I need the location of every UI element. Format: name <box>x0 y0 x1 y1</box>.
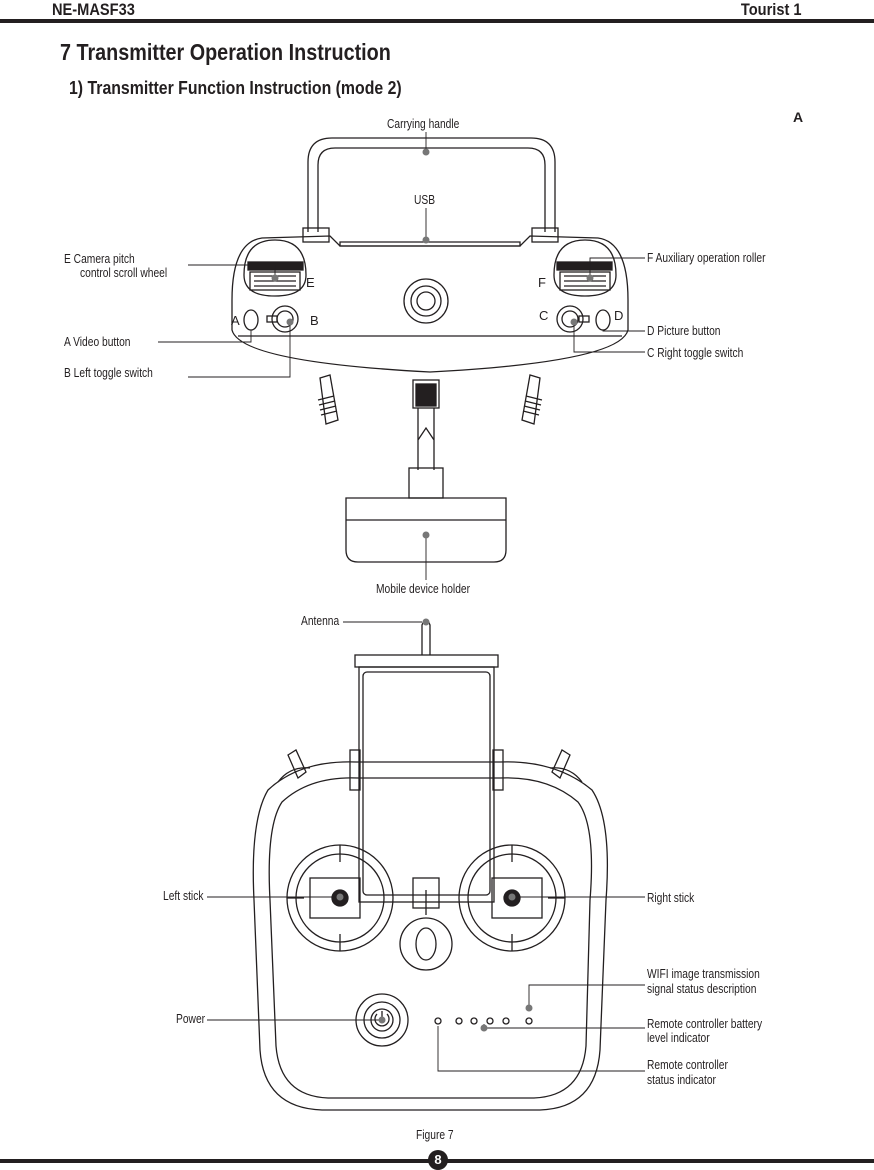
letter-e: E <box>306 275 315 290</box>
label-mobile-holder: Mobile device holder <box>376 582 471 596</box>
label-usb: USB <box>414 193 436 207</box>
leader-dots <box>271 148 594 1032</box>
label-aux-roller: F Auxiliary operation roller <box>647 251 766 265</box>
indicator-leds <box>434 1017 533 1025</box>
header-model: NE-MASF33 <box>52 0 135 19</box>
label-wifi-2: signal status description <box>647 982 757 996</box>
section-subtitle: 1) Transmitter Function Instruction (mod… <box>69 78 402 98</box>
header-rule <box>0 19 874 23</box>
top-body <box>231 235 629 499</box>
letter-d: D <box>614 308 623 323</box>
front-body <box>252 749 608 1111</box>
phone-clamp <box>349 654 504 915</box>
carrying-handle <box>302 137 559 243</box>
front-centre-knob <box>399 917 453 971</box>
section-title: 7 Transmitter Operation Instruction <box>60 39 391 65</box>
left-stick-gimbal <box>286 844 394 952</box>
label-status-1: Remote controller <box>647 1058 728 1072</box>
label-wifi-1: WIFI image transmission <box>647 967 760 981</box>
label-camera-pitch-2: control scroll wheel <box>80 266 168 280</box>
letter-a: A <box>231 313 240 328</box>
label-battery-2: level indicator <box>647 1031 710 1045</box>
page-number: 8 <box>428 1150 448 1170</box>
label-picture-button: D Picture button <box>647 324 721 338</box>
letter-b: B <box>310 313 319 328</box>
label-camera-pitch-1: E Camera pitch <box>64 252 135 266</box>
label-status-2: status indicator <box>647 1073 716 1087</box>
label-right-toggle: C Right toggle switch <box>647 346 744 360</box>
label-left-toggle: B Left toggle switch <box>64 366 153 380</box>
label-carrying-handle: Carrying handle <box>387 117 460 131</box>
label-battery-1: Remote controller battery <box>647 1017 763 1031</box>
letter-f: F <box>538 275 546 290</box>
label-power: Power <box>176 1012 206 1026</box>
corner-mark: A <box>793 109 804 125</box>
label-right-stick: Right stick <box>647 891 695 905</box>
mobile-device-holder <box>345 497 507 563</box>
header-product: Tourist 1 <box>741 0 802 19</box>
figure-caption: Figure 7 <box>416 1128 454 1142</box>
leader-lines <box>158 132 645 1072</box>
label-video-button: A Video button <box>64 335 131 349</box>
label-left-stick: Left stick <box>163 889 204 903</box>
letter-c: C <box>539 308 548 323</box>
label-antenna: Antenna <box>301 614 340 628</box>
